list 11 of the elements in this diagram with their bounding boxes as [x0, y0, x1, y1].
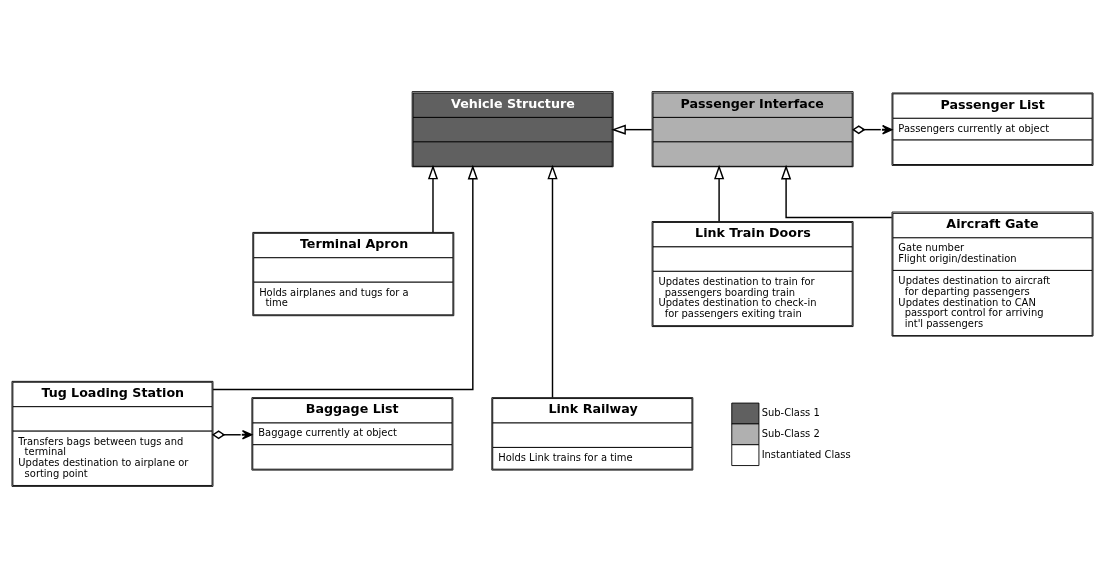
legend-label: Sub-Class 1: [761, 406, 820, 418]
arrow: [211, 429, 253, 440]
legend-label: Instantiated Class: [761, 448, 851, 460]
arrow: [780, 164, 893, 218]
arrow: [611, 124, 653, 135]
arrow: [852, 124, 893, 134]
arrow: [547, 164, 558, 398]
arrow: [427, 164, 439, 233]
legend-label: Sub-Class 2: [761, 427, 820, 439]
arrow: [713, 164, 725, 222]
arrow: [212, 164, 478, 390]
